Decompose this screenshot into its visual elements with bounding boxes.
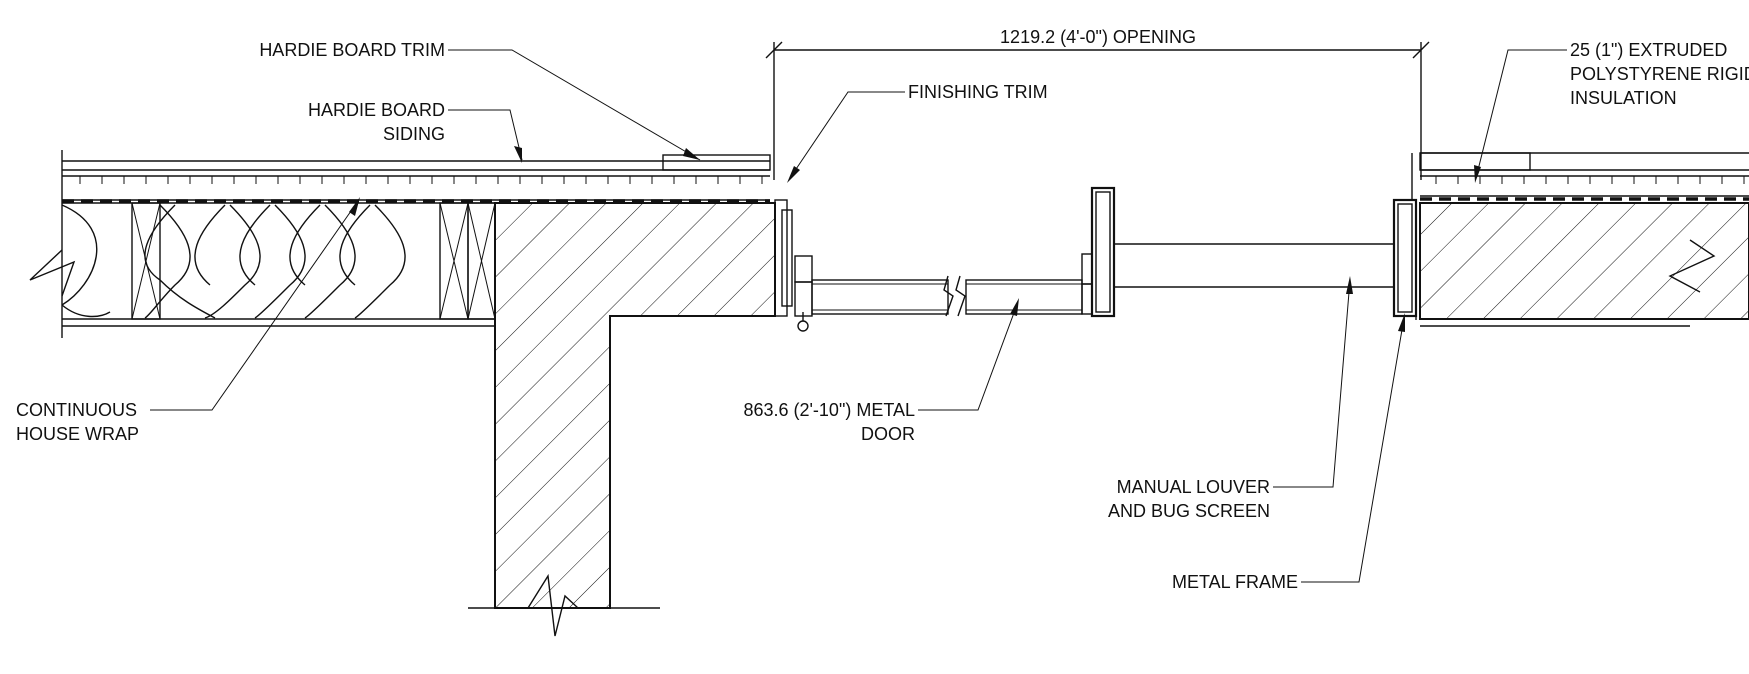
metal-door-leaf	[811, 275, 1083, 317]
insulation-text-3: INSULATION	[1570, 88, 1677, 108]
metal-door-text-2: DOOR	[861, 424, 915, 444]
label-metal-frame: METAL FRAME	[1172, 313, 1405, 592]
label-finishing-trim: FINISHING TRIM	[787, 82, 1048, 183]
left-wall-assembly	[29, 150, 776, 637]
opening-dimension-label: 1219.2 (4'-0") OPENING	[1000, 27, 1196, 47]
right-wall-assembly	[1392, 152, 1749, 327]
house-wrap-text-1: CONTINUOUS	[16, 400, 137, 420]
opening-dimension: 1219.2 (4'-0") OPENING	[765, 27, 1430, 180]
manual-louver	[1114, 243, 1394, 288]
metal-door-text-1: 863.6 (2'-10") METAL	[743, 400, 915, 420]
metal-frame-text: METAL FRAME	[1172, 572, 1298, 592]
hardie-siding-text-2: SIDING	[383, 124, 445, 144]
label-hardie-trim: HARDIE BOARD TRIM	[259, 40, 701, 161]
hardie-siding-text-1: HARDIE BOARD	[308, 100, 445, 120]
label-house-wrap: CONTINUOUS HOUSE WRAP	[16, 197, 360, 444]
stud-left	[131, 202, 161, 320]
rigid-insulation-ticks-right	[1435, 176, 1745, 184]
insulation-text-2: POLYSTYRENE RIGID	[1570, 64, 1749, 84]
break-symbol-bottom	[468, 573, 660, 637]
hinge-knuckle	[797, 320, 809, 332]
door-jamb-right	[1081, 186, 1116, 318]
concrete-wall-right	[1419, 202, 1749, 320]
break-symbol-right	[1668, 239, 1716, 293]
house-wrap-text-2: HOUSE WRAP	[16, 424, 139, 444]
finishing-trim-text: FINISHING TRIM	[908, 82, 1048, 102]
label-hardie-siding: HARDIE BOARD SIDING	[308, 100, 523, 163]
concrete-wall-hatched	[494, 202, 776, 609]
batt-insulation	[61, 204, 406, 319]
hardie-trim-text: HARDIE BOARD TRIM	[259, 40, 445, 60]
label-rigid-insulation: 25 (1") EXTRUDED POLYSTYRENE RIGID INSUL…	[1474, 40, 1749, 183]
label-metal-door: 863.6 (2'-10") METAL DOOR	[743, 298, 1019, 444]
rigid-insulation-ticks-left	[79, 176, 763, 184]
label-louver: MANUAL LOUVER AND BUG SCREEN	[1108, 276, 1353, 521]
stud-right	[439, 202, 496, 320]
door-jamb-left	[774, 199, 813, 332]
louver-text-2: AND BUG SCREEN	[1108, 501, 1270, 521]
insulation-text-1: 25 (1") EXTRUDED	[1570, 40, 1727, 60]
break-symbol-left	[29, 249, 76, 297]
louver-text-1: MANUAL LOUVER	[1117, 477, 1270, 497]
metal-frame-right	[1392, 198, 1418, 320]
